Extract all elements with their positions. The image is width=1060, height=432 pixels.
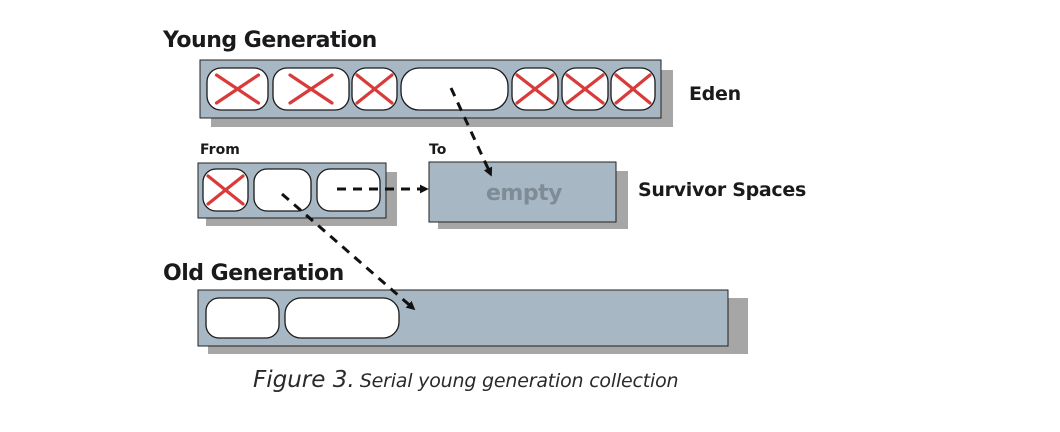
eden-objects: [206, 67, 656, 111]
promote-arrow-from-to-old: [281, 192, 416, 311]
copy-arrows: [281, 87, 493, 311]
dead-object-cross-stroke: [355, 73, 394, 105]
from-object-box: [253, 168, 312, 212]
from-survivor-space: [197, 162, 397, 226]
old-objects: [205, 297, 400, 339]
eden-dead-object: [561, 67, 609, 111]
eden-label: Eden: [689, 83, 741, 105]
eden-space: [199, 59, 673, 127]
old-generation-space: [197, 289, 748, 354]
eden-dead-object: [351, 67, 398, 111]
to-label: To: [429, 142, 447, 158]
empty-label: empty: [486, 181, 562, 206]
old-object-box: [284, 297, 400, 339]
dead-object-cross-stroke: [515, 73, 555, 105]
young-generation-label: Young Generation: [163, 28, 377, 53]
eden-dead-object: [206, 67, 269, 111]
from-live-object: [316, 168, 381, 212]
figure-caption: Figure 3. Serial young generation collec…: [253, 367, 679, 393]
survivor-spaces-label: Survivor Spaces: [638, 179, 806, 201]
eden-live-object: [400, 67, 509, 111]
old-live-object: [205, 297, 280, 339]
to-survivor-space: empty: [428, 161, 628, 229]
dead-object-cross-stroke: [214, 73, 261, 105]
from-live-object: [253, 168, 312, 212]
figure-number: Figure 3.: [253, 367, 355, 393]
dead-object-cross-stroke: [288, 73, 334, 105]
eden-dead-object: [610, 67, 656, 111]
eden-dead-object: [272, 67, 350, 111]
old-generation-label: Old Generation: [163, 261, 344, 286]
old-live-object: [284, 297, 400, 339]
from-dead-object: [202, 168, 249, 212]
dead-object-cross-stroke: [614, 73, 652, 105]
figure-title: Serial young generation collection: [359, 370, 679, 392]
from-object-box: [316, 168, 381, 212]
to-space-region: [428, 161, 617, 223]
eden-object-box: [400, 67, 509, 111]
old-object-box: [205, 297, 280, 339]
dead-object-cross-stroke: [206, 174, 245, 206]
dead-object-cross-stroke: [565, 73, 605, 105]
from-label: From: [200, 142, 240, 158]
eden-dead-object: [511, 67, 559, 111]
from-objects: [202, 168, 381, 212]
